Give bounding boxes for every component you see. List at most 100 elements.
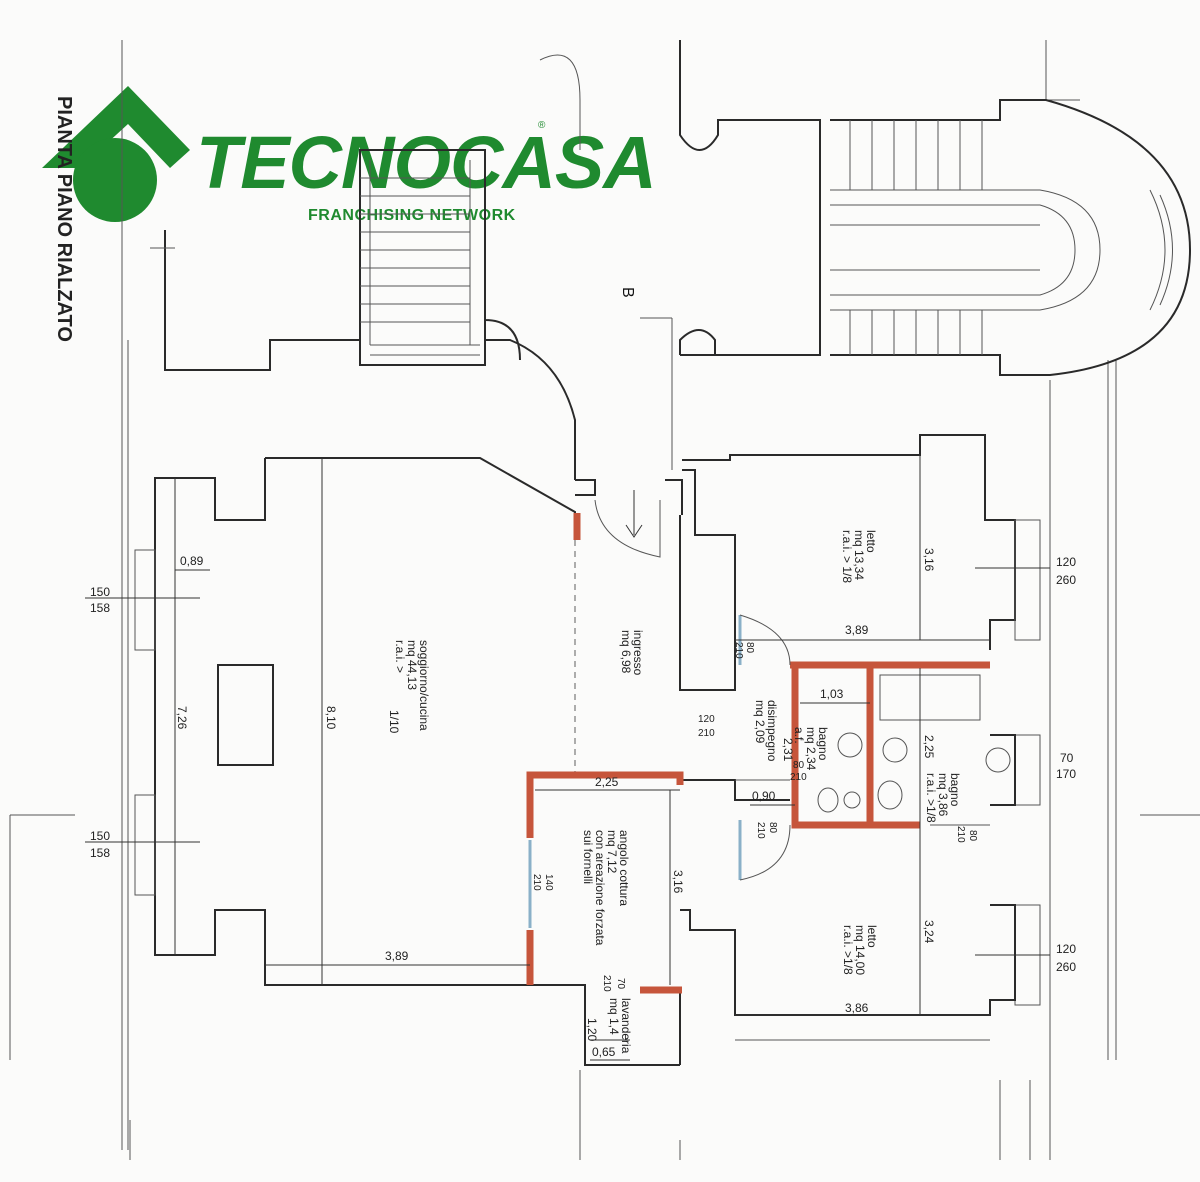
door-210: 210 bbox=[955, 826, 966, 843]
dim-3-89-bottom: 3,89 bbox=[385, 949, 409, 963]
bidet-icon bbox=[843, 791, 861, 809]
door-120: 120 bbox=[698, 714, 715, 725]
window-158: 158 bbox=[90, 601, 110, 615]
door-210: 210 bbox=[755, 822, 766, 839]
window-260: 260 bbox=[1056, 960, 1076, 974]
svg-text:a.f.: a.f. bbox=[792, 727, 806, 744]
logo-circle-icon bbox=[73, 138, 157, 222]
dim-7-26: 7,26 bbox=[175, 706, 189, 730]
room-letto-1: letto mq 13,34 r.a.i. > 1/8 bbox=[840, 530, 878, 583]
sink-icon bbox=[882, 737, 908, 763]
svg-text:mq 1,4: mq 1,4 bbox=[607, 998, 621, 1035]
room-labels: soggiorno/cucina mq 44,13 r.a.i. > 1/10 … bbox=[387, 530, 962, 1054]
svg-text:letto: letto bbox=[865, 925, 879, 948]
svg-text:bagno: bagno bbox=[816, 727, 830, 761]
section-mark: B bbox=[619, 287, 673, 470]
svg-text:angolo cottura: angolo cottura bbox=[617, 830, 631, 906]
toilet-icon bbox=[817, 787, 839, 813]
dim-3-16-bed: 3,16 bbox=[922, 548, 936, 572]
dim-3-86: 3,86 bbox=[845, 1001, 869, 1015]
logo-registered: ® bbox=[538, 120, 546, 131]
svg-text:letto: letto bbox=[864, 530, 878, 553]
room-soggiorno: soggiorno/cucina mq 44,13 r.a.i. > 1/10 bbox=[387, 640, 431, 734]
dimension-labels: 0,89 7,26 8,10 3,89 3,89 3,16 1,03 2,31 … bbox=[175, 548, 936, 1059]
dim-3-16-kitchen: 3,16 bbox=[671, 870, 685, 894]
dim-0-65: 0,65 bbox=[592, 1045, 616, 1059]
entry-arrow-icon bbox=[625, 490, 643, 538]
dimension-lines bbox=[85, 455, 1050, 1061]
svg-text:r.a.i. >1/8: r.a.i. >1/8 bbox=[841, 925, 855, 975]
room-letto-2: letto mq 14,00 r.a.i. >1/8 bbox=[841, 925, 879, 975]
room-disimpegno: disimpegno mq 2,09 bbox=[753, 700, 779, 762]
door-80: 80 bbox=[793, 760, 805, 771]
door-210: 210 bbox=[698, 728, 715, 739]
room-bagno-1: bagno mq 2,34 a.f. bbox=[792, 727, 830, 771]
window-150: 150 bbox=[90, 829, 110, 843]
svg-text:r.a.i. >1/8: r.a.i. >1/8 bbox=[924, 773, 938, 823]
window-120: 120 bbox=[1056, 555, 1076, 569]
svg-text:lavanderia: lavanderia bbox=[619, 998, 633, 1054]
dim-1-20: 1,20 bbox=[585, 1018, 599, 1042]
svg-text:mq 14,00: mq 14,00 bbox=[853, 925, 867, 975]
apartment-walls bbox=[134, 434, 1041, 1066]
svg-text:mq 6,98: mq 6,98 bbox=[619, 630, 633, 674]
svg-text:mq 44,13: mq 44,13 bbox=[405, 640, 419, 690]
new-walls bbox=[526, 513, 990, 994]
plan-title: PIANTA PIANO RIALZATO bbox=[53, 96, 75, 342]
opening-labels: 150 158 150 158 120 260 70 170 120 260 8… bbox=[90, 555, 1076, 992]
window-170: 170 bbox=[1056, 767, 1076, 781]
door-140: 140 bbox=[543, 874, 554, 891]
logo-roof-icon bbox=[42, 86, 190, 168]
svg-text:mq 7,12: mq 7,12 bbox=[605, 830, 619, 874]
svg-text:mq 13,34: mq 13,34 bbox=[852, 530, 866, 580]
room-angolo-cottura: angolo cottura mq 7,12 con areazione for… bbox=[581, 830, 631, 946]
door-80: 80 bbox=[744, 642, 755, 654]
dim-3-24: 3,24 bbox=[922, 920, 936, 944]
window-260: 260 bbox=[1056, 573, 1076, 587]
door-210: 210 bbox=[531, 874, 542, 891]
dim-2-25-bath: 2,25 bbox=[922, 735, 936, 759]
window-70: 70 bbox=[1060, 751, 1074, 765]
toilet-icon bbox=[877, 780, 903, 810]
room-bagno-2: bagno mq 3,86 r.a.i. >1/8 bbox=[924, 773, 962, 823]
svg-text:r.a.i. > 1/8: r.a.i. > 1/8 bbox=[840, 530, 854, 583]
dim-8-10: 8,10 bbox=[324, 706, 338, 730]
svg-text:ingresso: ingresso bbox=[631, 630, 645, 676]
window-150: 150 bbox=[90, 585, 110, 599]
bath-fixtures bbox=[817, 674, 1011, 813]
svg-text:bagno: bagno bbox=[948, 773, 962, 807]
door-70: 70 bbox=[615, 978, 626, 990]
section-mark-label: B bbox=[619, 287, 636, 298]
context-lines bbox=[9, 40, 1200, 1160]
sink-icon bbox=[837, 732, 863, 758]
window-120: 120 bbox=[1056, 942, 1076, 956]
tecnocasa-logo: TECNOCASA ® FRANCHISING NETWORK bbox=[42, 86, 657, 224]
door-210: 210 bbox=[601, 975, 612, 992]
svg-text:soggiorno/cucina: soggiorno/cucina bbox=[417, 640, 431, 731]
svg-text:mq 3,86: mq 3,86 bbox=[936, 773, 950, 817]
svg-text:mq 2,34: mq 2,34 bbox=[804, 727, 818, 771]
door-210: 210 bbox=[733, 642, 744, 659]
svg-text:con areazione forzata: con areazione forzata bbox=[593, 830, 607, 946]
dim-0-90: 0,90 bbox=[752, 789, 776, 803]
svg-text:r.a.i. >: r.a.i. > bbox=[393, 640, 407, 673]
logo-name: TECNOCASA bbox=[196, 121, 656, 204]
svg-text:sui fornelli: sui fornelli bbox=[581, 830, 595, 884]
door-210: 210 bbox=[790, 772, 807, 783]
svg-text:1/10: 1/10 bbox=[387, 710, 401, 734]
sink-icon bbox=[985, 747, 1011, 773]
dim-2-25-kitchen: 2,25 bbox=[595, 775, 619, 789]
dim-1-03: 1,03 bbox=[820, 687, 844, 701]
window-158: 158 bbox=[90, 846, 110, 860]
door-80: 80 bbox=[967, 830, 978, 842]
dim-3-89-bed: 3,89 bbox=[845, 623, 869, 637]
dim-0-89: 0,89 bbox=[180, 554, 204, 568]
room-lavanderia: lavanderia mq 1,4 bbox=[607, 998, 633, 1054]
svg-text:mq 2,09: mq 2,09 bbox=[753, 700, 767, 744]
svg-text:disimpegno: disimpegno bbox=[765, 700, 779, 762]
dim-2-31: 2,31 bbox=[781, 738, 795, 762]
right-staircase bbox=[679, 40, 1192, 376]
room-ingresso: ingresso mq 6,98 bbox=[619, 630, 645, 676]
door-80: 80 bbox=[767, 822, 778, 834]
